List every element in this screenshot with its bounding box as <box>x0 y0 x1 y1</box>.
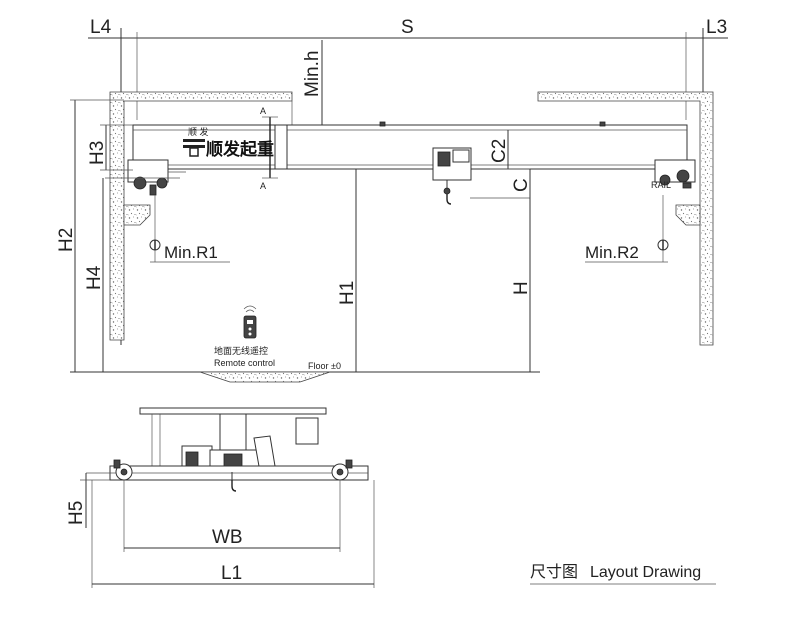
right-end-carriage: RAIL <box>651 159 696 190</box>
min-r2: Min.R2 <box>585 195 669 263</box>
caption-cn: 尺寸图 <box>530 563 578 581</box>
remote-label-cn: 地面无线遥控 <box>214 345 268 356</box>
remote-control-icon: 地面无线遥控 Remote control <box>214 305 275 368</box>
h1-h-dimensions: H1 H <box>337 169 532 372</box>
bridge-girder: A A <box>132 106 688 191</box>
l1-dimension: L1 <box>91 480 375 588</box>
dim-min-h: Min.h <box>302 51 323 97</box>
floor-label: Floor ±0 <box>308 361 341 371</box>
dim-l3: L3 <box>706 17 727 38</box>
dim-l4: L4 <box>90 17 112 38</box>
h5-dimension: H5 <box>66 473 110 528</box>
brand-small-text: 顺 发 <box>188 126 209 137</box>
brand-name: 顺发起重 <box>206 139 274 160</box>
caption-en: Layout Drawing <box>590 564 701 581</box>
left-end-carriage <box>105 159 186 196</box>
remote-label-en: Remote control <box>214 358 275 368</box>
min-h-dimension: Min.h <box>291 40 323 125</box>
h2-h4-dimensions: H2 H4 <box>56 99 124 372</box>
dim-min-r1: Min.R1 <box>164 243 218 262</box>
drawing-caption: 尺寸图 Layout Drawing <box>530 563 716 585</box>
dim-wb: WB <box>212 527 243 548</box>
dim-c2: C2 <box>489 139 510 163</box>
section-a-top: A <box>260 106 266 116</box>
top-dimension-chain: L4 S L3 <box>88 17 728 345</box>
side-view <box>86 407 369 492</box>
dim-l1: L1 <box>221 563 242 584</box>
dim-h: H <box>511 281 532 295</box>
building-walls <box>109 91 714 346</box>
c-dimensions: C2 C <box>470 130 532 199</box>
dim-min-r2: Min.R2 <box>585 243 639 262</box>
section-a-bottom: A <box>260 181 266 191</box>
h3-dimension: H3 <box>87 124 133 171</box>
brand-logo-icon: 顺 发 顺发起重 <box>183 126 274 160</box>
dim-h1: H1 <box>337 281 358 305</box>
wb-dimension: WB <box>123 480 341 552</box>
dim-h5: H5 <box>66 501 87 525</box>
hook-icon <box>443 187 452 205</box>
hoist-trolley <box>432 147 472 188</box>
dim-h3: H3 <box>87 141 108 165</box>
dim-h4: H4 <box>84 265 105 290</box>
dim-h2: H2 <box>56 228 77 252</box>
dim-s: S <box>401 17 414 38</box>
min-r1: Min.R1 <box>149 195 230 263</box>
floor-line: Floor ±0 <box>70 361 540 383</box>
dim-c: C <box>511 178 532 192</box>
rail-label: RAIL <box>651 180 671 190</box>
